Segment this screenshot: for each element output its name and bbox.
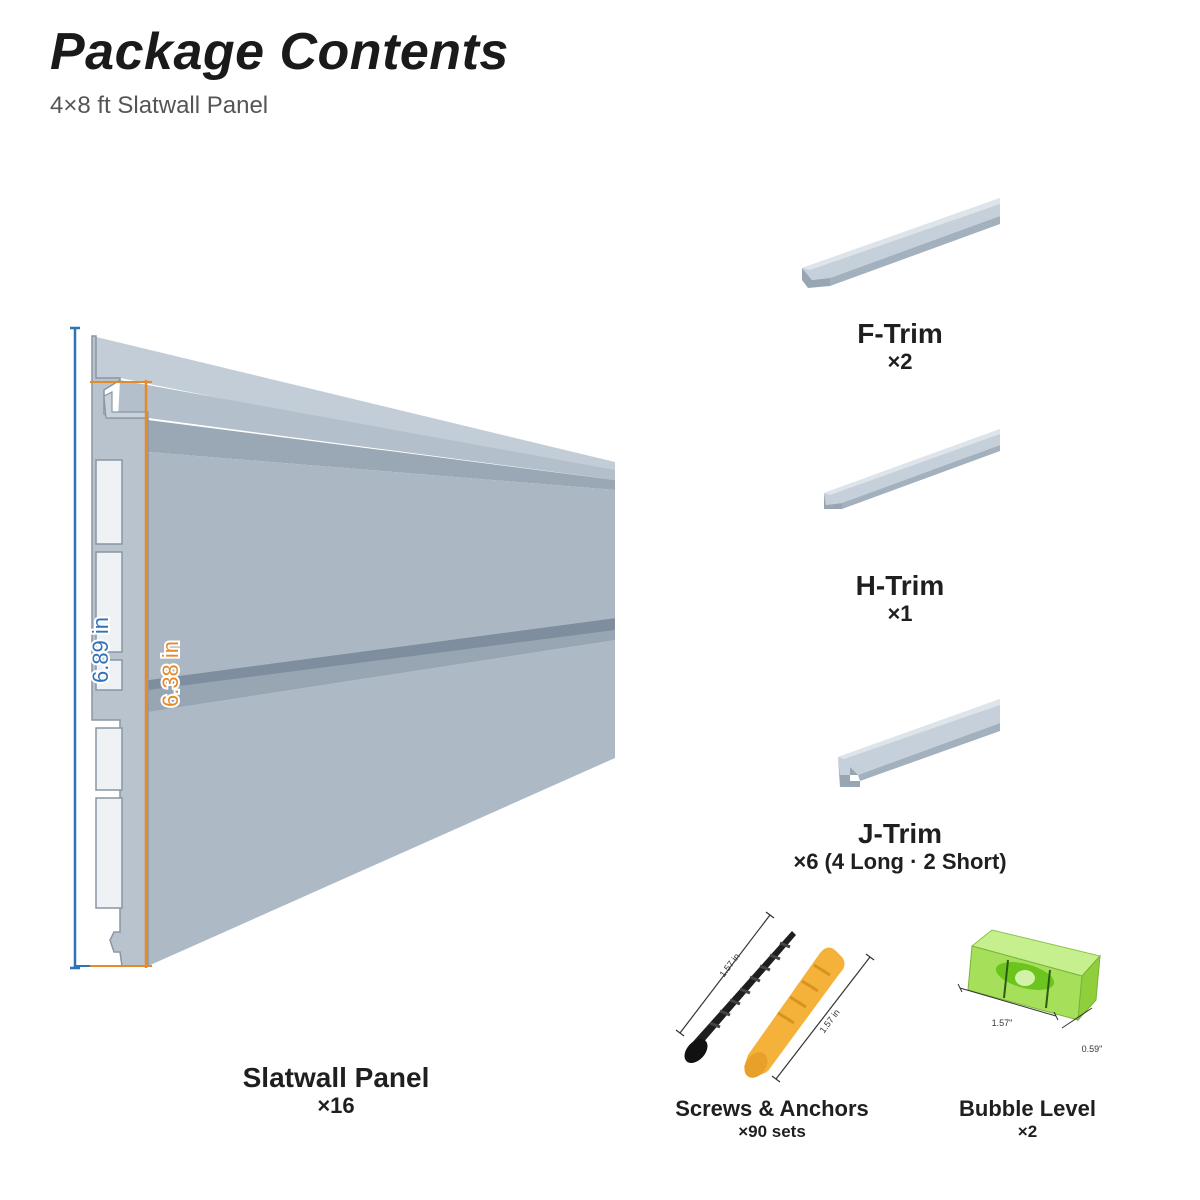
screws-anchors-label: Screws & Anchors ×90 sets bbox=[652, 1096, 892, 1142]
anchor-icon bbox=[744, 947, 845, 1078]
j-trim-label: J-Trim ×6 (4 Long · 2 Short) bbox=[740, 818, 1060, 874]
item-quantity: ×16 bbox=[317, 1093, 355, 1118]
inner-height-label: 6.38 in bbox=[158, 641, 183, 707]
slatwall-panel-image: 6.89 in 6.38 in bbox=[70, 326, 615, 970]
screw-icon bbox=[684, 931, 796, 1064]
outer-height-dimension: 6.89 in bbox=[70, 326, 122, 970]
bubble-level-image: 1.57" 0.59" bbox=[957, 929, 1103, 1054]
item-name: J-Trim bbox=[857, 818, 943, 849]
outer-height-label: 6.89 in bbox=[88, 617, 113, 683]
screws-anchors-image: 1.57 in 1.57 in bbox=[675, 911, 875, 1083]
item-name: F-Trim bbox=[857, 318, 943, 349]
bubble-level-icon bbox=[967, 929, 1101, 1022]
item-name: H-Trim bbox=[855, 570, 945, 601]
page-subtitle: 4×8 ft Slatwall Panel bbox=[50, 92, 269, 119]
inner-height-dimension: 6.38 in bbox=[90, 380, 185, 968]
item-name: Bubble Level bbox=[959, 1096, 1096, 1121]
item-quantity: ×2 bbox=[887, 349, 913, 374]
item-name: Slatwall Panel bbox=[242, 1062, 430, 1093]
h-trim-image bbox=[824, 429, 1000, 509]
page-title: Package Contents bbox=[50, 23, 509, 81]
level-length-label: 1.57" bbox=[992, 1018, 1013, 1028]
item-quantity: ×6 (4 Long · 2 Short) bbox=[793, 849, 1007, 874]
j-trim-image bbox=[838, 699, 1000, 787]
slatwall-panel-label: Slatwall Panel ×16 bbox=[186, 1062, 486, 1118]
item-quantity: ×2 bbox=[1017, 1122, 1038, 1141]
item-quantity: ×1 bbox=[887, 601, 913, 626]
level-width-dimension: 0.59" bbox=[1061, 1007, 1103, 1054]
f-trim-image bbox=[802, 198, 1000, 288]
level-length-dimension: 1.57" bbox=[957, 983, 1059, 1028]
screw-length-label: 1.57 in bbox=[717, 951, 741, 979]
item-quantity: ×90 sets bbox=[738, 1122, 806, 1141]
level-width-label: 0.59" bbox=[1082, 1044, 1103, 1054]
f-trim-label: F-Trim ×2 bbox=[760, 318, 1040, 374]
bubble-level-label: Bubble Level ×2 bbox=[930, 1096, 1125, 1142]
item-name: Screws & Anchors bbox=[675, 1096, 869, 1121]
h-trim-label: H-Trim ×1 bbox=[760, 570, 1040, 626]
